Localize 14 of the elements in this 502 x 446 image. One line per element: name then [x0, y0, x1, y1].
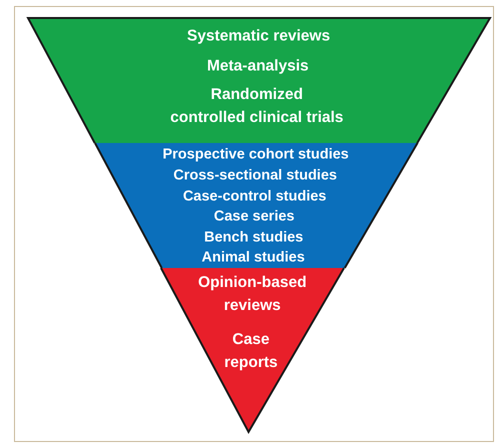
evidence-level-label: Case-control studies [182, 188, 326, 206]
evidence-level-label: Case reports [224, 330, 278, 373]
evidence-level-label: Animal studies [202, 248, 305, 268]
evidence-level-label: Prospective cohort studies [162, 146, 349, 164]
evidence-level-label: Cross-sectional studies [173, 166, 337, 186]
evidence-tier-band [161, 268, 344, 432]
evidence-level-label: Meta-analysis [207, 56, 309, 76]
evidence-level-label: Bench studies [204, 228, 304, 248]
evidence-level-label: Systematic reviews [187, 26, 330, 46]
evidence-tier-band [28, 18, 490, 143]
evidence-level-label: Case series [214, 208, 294, 226]
evidence-level-label: Randomized controlled clinical trials [170, 85, 344, 128]
evidence-tier-band [94, 143, 418, 268]
evidence-level-label: Opinion-based reviews [198, 273, 307, 316]
